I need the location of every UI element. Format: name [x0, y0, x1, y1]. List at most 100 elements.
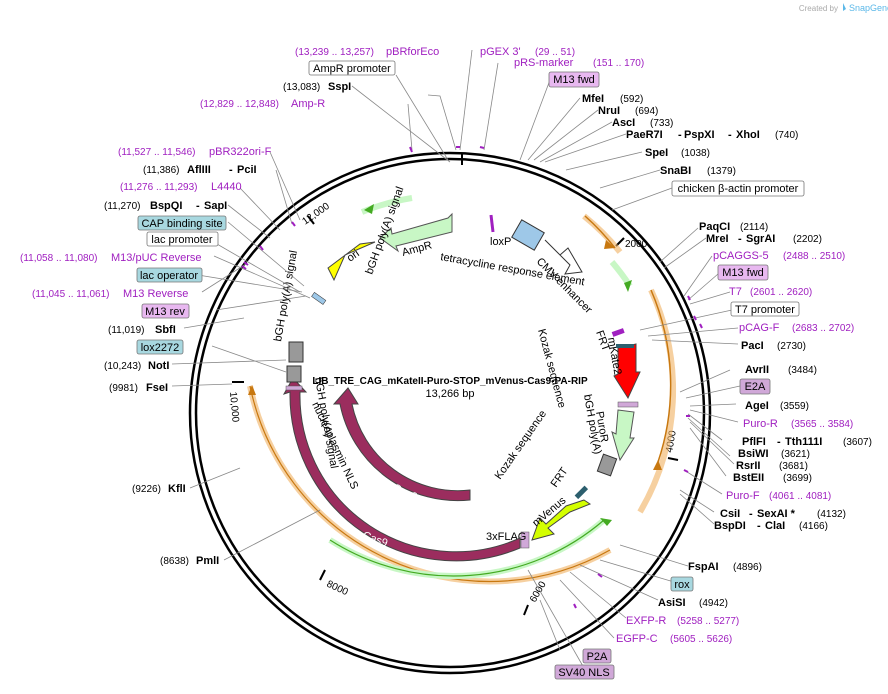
backbone-inner-ring	[194, 157, 706, 669]
primer-ampr-name: Amp-R	[291, 98, 325, 110]
site-snabi-name: SnaBI	[660, 165, 691, 177]
site-sgrai-name: SgrAI	[746, 233, 775, 245]
site-sgrai-pos: (2202)	[793, 234, 822, 245]
primer-egfpc-range: (5605 .. 5626)	[670, 634, 732, 645]
bgh3-block	[596, 453, 618, 477]
ampr-promoter-label: AmpR promoter	[313, 63, 391, 75]
rox-label: rox	[674, 579, 690, 591]
site-fspai-name: FspAI	[688, 561, 719, 573]
site-sexai-pos: (4132)	[817, 509, 846, 520]
primer-m13puc-name: M13/pUC Reverse	[111, 252, 201, 264]
site-kfli-pos: (9226)	[132, 484, 161, 495]
svg-text:-: -	[678, 129, 682, 141]
lac-operator-label: lac operator	[140, 270, 198, 282]
green-arc-top	[360, 195, 413, 215]
kozak2-label: Kozak sequence	[493, 408, 549, 482]
primer-t7-range: (2601 .. 2620)	[750, 287, 812, 298]
site-noti-name: NotI	[148, 360, 169, 372]
connector-lines	[171, 49, 741, 669]
credit-text: Created by	[799, 4, 838, 13]
primer-purof-name: Puro-F	[726, 490, 760, 502]
site-clai-pos: (4166)	[799, 521, 828, 532]
primer-pcaggs5-range: (2488 .. 2510)	[783, 251, 845, 262]
svg-text:-: -	[738, 233, 742, 245]
m13-fwd-right-label: M13 fwd	[722, 267, 764, 279]
site-clai-name: ClaI	[765, 520, 785, 532]
site-fspai-pos: (4896)	[733, 562, 762, 573]
site-bspqi-pos: (11,270)	[104, 201, 141, 212]
site-tth111i-pos: (3607)	[843, 437, 872, 448]
primer-puror-range: (3565 .. 3584)	[791, 419, 853, 430]
cas9-inner-arrow	[332, 387, 471, 502]
promoter-arc-bottom-line	[249, 385, 611, 583]
cap-site-label: CAP binding site	[141, 218, 222, 230]
m13-fwd-right-box	[717, 264, 769, 281]
primer-pbr322ori-range: (11,527 .. 11,546)	[118, 147, 195, 158]
primer-m13rev-name: M13 Reverse	[123, 288, 188, 300]
primer-pbr322ori-name: pBR322ori-F	[209, 146, 272, 158]
primer-prs-marker-range: (151 .. 170)	[593, 58, 644, 69]
primer-egfpc-name: EGFP-C	[616, 633, 658, 645]
primer-pbrforeco-name: pBRforEco	[386, 46, 439, 58]
cba-promoter-box	[671, 180, 805, 197]
site-mfei-name: MfeI	[582, 93, 604, 105]
tick-2000: 2000	[625, 239, 648, 250]
credit-brand: SnapGene	[849, 3, 888, 13]
site-fsei-name: FseI	[146, 382, 168, 394]
site-paci-name: PacI	[741, 340, 764, 352]
ampr-promoter-box	[308, 60, 396, 76]
site-sbfi-name: SbfI	[155, 324, 176, 336]
site-snabi-pos: (1379)	[707, 166, 736, 177]
mvenus-arrow	[531, 499, 592, 541]
cmv-label: CMV enhancer	[534, 256, 595, 317]
svg-text:-: -	[777, 436, 781, 448]
site-asci-pos: (733)	[650, 118, 673, 129]
lac-block	[311, 291, 327, 305]
ori-arrow	[327, 241, 376, 282]
primer-m13puc-range: (11,058 .. 11,080)	[20, 253, 97, 264]
site-avrii-pos: (3484)	[788, 365, 817, 376]
site-bsiwi-pos: (3621)	[781, 449, 810, 460]
bgh-left-block	[288, 341, 304, 363]
lac-promoter-label: lac promoter	[151, 234, 212, 246]
site-pmli-pos: (8638)	[160, 556, 189, 567]
svg-text:-: -	[229, 164, 233, 176]
e2a-label: E2A	[745, 381, 766, 393]
plasmid-name: LIB_TRE_CAG_mKateII-Puro-STOP_mVenus-Cas…	[312, 376, 588, 387]
e2a-marker	[617, 401, 639, 408]
site-rsrii-name: RsrII	[736, 460, 760, 472]
primer-ampr-range: (12,829 .. 12,848)	[200, 99, 279, 110]
primer-l4440-range: (11,276 .. 11,293)	[120, 182, 197, 193]
site-nrui-name: NruI	[598, 105, 620, 117]
site-xhoi-name: XhoI	[736, 129, 760, 141]
primer-marks	[241, 146, 703, 609]
site-mfei-pos: (592)	[620, 94, 643, 105]
svg-text:-: -	[749, 508, 753, 520]
mkate2-arrow	[613, 343, 641, 400]
flag-marker	[520, 531, 530, 549]
site-bsteii-pos: (3699)	[783, 473, 812, 484]
m13-fwd-top-box	[548, 71, 600, 88]
site-paqci-pos: (2114)	[740, 222, 768, 233]
p2a-label: P2A	[587, 651, 608, 663]
frt1-marker	[611, 328, 625, 337]
site-bsiwi-name: BsiWI	[738, 448, 769, 460]
m13-rev-box	[141, 303, 190, 319]
cas9-outer-arrow	[282, 377, 521, 562]
primer-pbrforeco-range: (13,239 .. 13,257)	[295, 47, 374, 58]
primer-pgex3-name: pGEX 3'	[480, 46, 521, 58]
m13-fwd-top-label: M13 fwd	[553, 74, 595, 86]
site-noti-pos: (10,243)	[104, 361, 141, 372]
green-arc-bottom-line	[329, 519, 605, 577]
site-bspdi-name: BspDI	[714, 520, 746, 532]
lac-promoter-box	[146, 231, 219, 247]
primer-pcagf-name: pCAG-F	[739, 322, 780, 334]
promoter-arc-cba-line	[584, 215, 616, 249]
bgh2-label: bGH poly(A) signal	[364, 185, 407, 276]
puror-arrow	[611, 409, 635, 462]
ori-label: ori	[345, 248, 362, 265]
lox2272-label: lox2272	[141, 342, 180, 354]
site-bspqi-name: BspQI	[150, 200, 182, 212]
site-agei-pos: (3559)	[780, 401, 809, 412]
